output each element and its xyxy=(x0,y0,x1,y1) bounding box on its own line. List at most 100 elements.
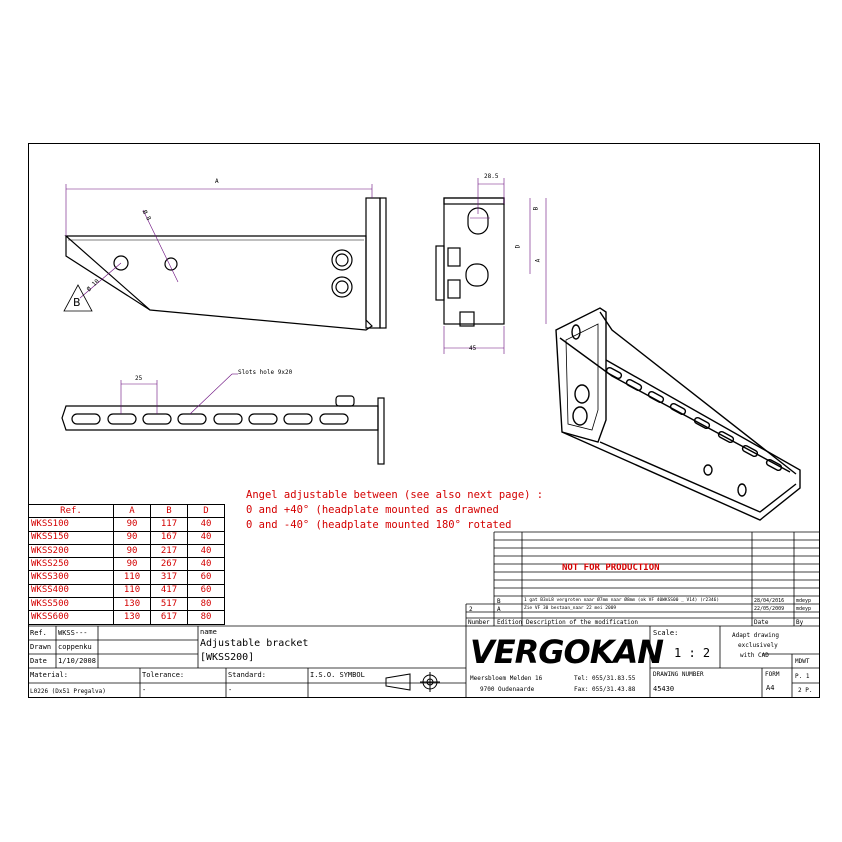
ref-cell: WKSS200 xyxy=(28,543,114,559)
drawn-label: Drawn xyxy=(30,643,52,651)
value-cell: 217 xyxy=(150,543,188,559)
header-b: B xyxy=(150,503,188,519)
note-line-3: 0 and -40° (headplate mounted 180° rotat… xyxy=(246,519,512,531)
iso-symbol xyxy=(385,672,440,692)
reference-table-header: Ref. A B D xyxy=(28,503,225,519)
dim-b-label: B xyxy=(532,206,540,211)
form-value: A4 xyxy=(766,684,775,692)
dim-top-width: 28.5 xyxy=(484,173,499,180)
page-number: P. 1 xyxy=(795,673,810,680)
value-cell: 90 xyxy=(113,543,151,559)
drawing-number: 45430 xyxy=(653,685,675,693)
value-cell: 60 xyxy=(187,583,225,599)
vergokan-logo: VERGOKAN xyxy=(470,633,664,671)
value-cell: 417 xyxy=(150,583,188,599)
rev-a-by: mdeyp xyxy=(796,606,812,612)
rev-num-a: 2 xyxy=(469,606,473,613)
value-cell: 90 xyxy=(113,530,151,545)
header-d: D xyxy=(187,503,225,519)
value-cell: 167 xyxy=(150,530,188,545)
value-cell: 40 xyxy=(187,530,225,545)
title-block-lines xyxy=(28,531,820,698)
total-pages: 2 P. xyxy=(798,687,813,694)
surface-symbol-label: B xyxy=(73,296,81,309)
standard-value: - xyxy=(228,686,233,694)
address-line-2: 9700 Oudenaarde xyxy=(480,686,535,693)
value-cell: 40 xyxy=(187,557,225,572)
cad-note-2: exclusively xyxy=(738,642,778,649)
value-cell: 130 xyxy=(113,597,151,612)
rev-b-desc: 1 gat B3xL8 vergroten naar Ø7mm naar Ø8m… xyxy=(524,598,720,603)
value-cell: 40 xyxy=(187,517,225,532)
value-cell: 130 xyxy=(113,610,151,625)
name-line-1: Adjustable bracket xyxy=(200,638,309,649)
hdr-date: Date xyxy=(754,619,769,626)
dim-a-label: A xyxy=(215,178,219,185)
value-cell: 117 xyxy=(150,517,188,532)
rev-b-by: mdeyp xyxy=(796,598,812,604)
ref-cell: WKSS100 xyxy=(28,517,114,532)
dim-d-label: D xyxy=(514,244,522,249)
rev-b-letter: B xyxy=(497,598,501,605)
tolerance-label: Tolerance: xyxy=(142,671,185,679)
value-cell: 80 xyxy=(187,610,225,625)
scale-label: Scale: xyxy=(653,629,679,637)
ref-cell: WKSS600 xyxy=(28,610,114,625)
rev-a-desc: Zie VF 30 bestaan_naar 22 mei 2009 xyxy=(524,606,617,611)
standard-label: Standard: xyxy=(228,671,266,679)
front-view xyxy=(435,197,505,327)
date-value: 1/10/2008 xyxy=(58,657,96,665)
ref-cell: WKSS400 xyxy=(28,583,114,599)
hdr-by: By xyxy=(796,619,804,626)
dim-bottom-width: 45 xyxy=(469,345,477,352)
value-cell: 267 xyxy=(150,557,188,572)
name-label: name xyxy=(200,628,217,636)
dim-slot-pitch: 25 xyxy=(135,375,143,382)
slot-note: Slots hole 9x20 xyxy=(238,369,293,376)
isometric-view xyxy=(555,307,801,521)
name-line-2: [WKSS200] xyxy=(200,652,255,663)
scale-value: 1 : 2 xyxy=(674,646,711,660)
value-cell: 317 xyxy=(150,570,188,585)
iso-label: I.S.O. SYMBOL xyxy=(310,671,365,679)
value-cell: 60 xyxy=(187,570,225,585)
ref-cell: WKSS500 xyxy=(28,597,114,612)
value-cell: 617 xyxy=(150,610,188,625)
drawn-value: coppenku xyxy=(58,643,92,651)
not-for-production: NOT FOR PRODUCTION xyxy=(562,563,660,573)
note-line-1: Angel adjustable between (see also next … xyxy=(246,489,544,501)
ref-value: WKSS--- xyxy=(58,629,88,637)
header-a: A xyxy=(113,503,151,519)
surface-symbol-triangle xyxy=(63,284,93,312)
mdwt-label: MDWT xyxy=(795,658,810,665)
rev-a-date: 22/05/2009 xyxy=(754,606,785,612)
phone: Tel: 055/31.83.55 xyxy=(574,675,636,682)
hdr-number: Number xyxy=(468,619,490,626)
drawing-number-label: DRAWING NUMBER xyxy=(653,671,704,678)
value-cell: 517 xyxy=(150,597,188,612)
form-label: FORM xyxy=(765,671,780,678)
hdr-description: Description of the modification xyxy=(526,619,638,626)
note-line-2: 0 and +40° (headplate mounted as drawned xyxy=(246,504,499,516)
ref-cell: WKSS150 xyxy=(28,530,114,545)
ref-cell: WKSS300 xyxy=(28,570,114,585)
value-cell: 110 xyxy=(113,570,151,585)
value-cell: 90 xyxy=(113,517,151,532)
material-label: Material: xyxy=(30,671,68,679)
rev-b-date: 28/04/2016 xyxy=(754,598,785,604)
date-label: Date xyxy=(30,657,47,665)
header-ref: Ref. xyxy=(28,503,114,519)
cad-note-3: with CAD xyxy=(740,652,769,659)
tolerance-value: - xyxy=(142,686,147,694)
cad-note-1: Adapt drawing xyxy=(732,632,779,639)
fax: Fax: 055/31.43.88 xyxy=(574,686,636,693)
value-cell: 80 xyxy=(187,597,225,612)
